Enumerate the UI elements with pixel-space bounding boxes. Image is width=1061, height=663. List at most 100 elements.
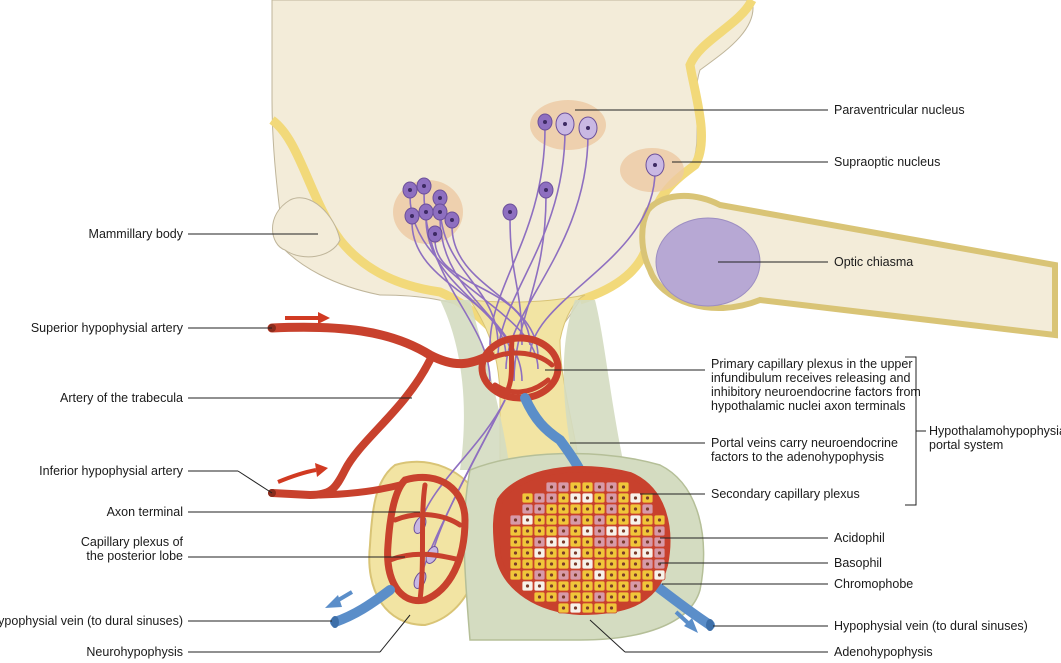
neuron-nucleus (433, 232, 437, 236)
lamina-terminalis (578, 0, 757, 305)
gland-cell-nucleus (645, 573, 650, 577)
hypophysial-vein-left (330, 585, 395, 627)
gland-cell-nucleus (645, 529, 650, 533)
gland-cell-nucleus (573, 485, 578, 489)
gland-cell-nucleus (585, 485, 590, 489)
neuron-nucleus (408, 188, 412, 192)
gland-cell-nucleus (561, 485, 566, 489)
gland-cell-nucleus (525, 496, 530, 500)
gland-cell-nucleus (573, 518, 578, 522)
gland-cell-nucleus (513, 529, 518, 533)
gland-cell-nucleus (585, 496, 590, 500)
optic-chiasma-group (639, 192, 1058, 339)
gland-cell-nucleus (645, 496, 650, 500)
gland-cell-nucleus (561, 551, 566, 555)
pars-tuberalis-right (563, 300, 625, 470)
gland-cell-nucleus (585, 518, 590, 522)
gland-cell-nucleus (633, 507, 638, 511)
gland-cell-nucleus (597, 562, 602, 566)
gland-cell-nucleus (549, 573, 554, 577)
gland-cell-nucleus (597, 573, 602, 577)
gland-cell-nucleus (573, 496, 578, 500)
gland-cell-nucleus (609, 496, 614, 500)
axon (411, 221, 507, 358)
gland-cell-nucleus (633, 551, 638, 555)
gland-cell-nucleus (549, 485, 554, 489)
gland-cell-nucleus (645, 562, 650, 566)
label-hypophysial-vein-left: Hypophysial vein (to dural sinuses) (0, 614, 183, 628)
gland-cell-nucleus (549, 584, 554, 588)
pars-tuberalis-left (440, 300, 510, 470)
gland-cell-nucleus (549, 540, 554, 544)
leader-neurohypophysis-b (379, 614, 411, 653)
label-inferior-hypophysial-artery: Inferior hypophysial artery (39, 464, 183, 478)
third-ventricle-wall (269, 116, 514, 353)
gland-cell-nucleus (561, 518, 566, 522)
gland-cell-nucleus (621, 551, 626, 555)
gland-cell-nucleus (561, 562, 566, 566)
gland-cell-nucleus (513, 562, 518, 566)
gland-cell-nucleus (549, 496, 554, 500)
gland-cell-nucleus (609, 529, 614, 533)
gland-cell-nucleus (561, 606, 566, 610)
gland-cell-nucleus (609, 518, 614, 522)
gland-cell-nucleus (621, 540, 626, 544)
gland-cell-nucleus (633, 595, 638, 599)
gland-cell-nucleus (597, 518, 602, 522)
gland-cell-nucleus (573, 551, 578, 555)
hypothalamus-tissue (269, 0, 757, 353)
gland-cell-nucleus (597, 485, 602, 489)
gland-cell-nucleus (609, 507, 614, 511)
gland-cell-nucleus (609, 485, 614, 489)
leader-lines (188, 109, 926, 653)
gland-cell-nucleus (657, 573, 662, 577)
gland-cell-nucleus (525, 529, 530, 533)
gland-cell-nucleus (645, 518, 650, 522)
gland-cell-nucleus (609, 606, 614, 610)
gland-cell-nucleus (561, 595, 566, 599)
gland-cell-nucleus (609, 584, 614, 588)
gland-cell-nucleus (537, 496, 542, 500)
gland-cell-nucleus (549, 529, 554, 533)
gland-cell-nucleus (609, 595, 614, 599)
label-hypophysial-vein-right: Hypophysial vein (to dural sinuses) (834, 619, 1028, 633)
gland-cell-nucleus (621, 507, 626, 511)
gland-cell-nucleus (537, 540, 542, 544)
label-primary-capillary-plexus: Primary capillary plexus in the upper in… (711, 357, 921, 413)
arrow-inferior-head (315, 463, 328, 477)
vein-left-end (331, 616, 339, 628)
gland-cell-nucleus (525, 551, 530, 555)
label-capillary-plexus-posterior-lobe: Capillary plexus of the posterior lobe (80, 535, 183, 563)
gland-cell-nucleus (645, 584, 650, 588)
label-portal-veins: Portal veins carry neuroendocrine factor… (711, 436, 898, 464)
gland-cell-nucleus (525, 584, 530, 588)
arrow-vein-left-head (325, 595, 342, 608)
gland-cell-nucleus (561, 496, 566, 500)
gland-cell-nucleus (573, 584, 578, 588)
gland-cell-nucleus (597, 584, 602, 588)
axon (409, 195, 539, 370)
secondary-capillary-plexus (492, 465, 671, 616)
arrow-vein-right-head (684, 618, 698, 633)
gland-cell-nucleus (597, 496, 602, 500)
label-basophil: Basophil (834, 556, 882, 570)
gland-cell-nucleus (585, 562, 590, 566)
gland-cell-nucleus (513, 573, 518, 577)
gland-cell-nucleus (537, 584, 542, 588)
label-neurohypophysis: Neurohypophysis (86, 645, 183, 659)
neuron-nucleus (438, 196, 442, 200)
gland-cell-nucleus (561, 529, 566, 533)
mammillary-body (272, 197, 341, 258)
neuron-nucleus (410, 214, 414, 218)
hypophysial-vein-right (650, 580, 715, 630)
neuron-nucleus (450, 218, 454, 222)
inferior-hypophysial-artery (306, 481, 404, 499)
label-supraoptic-nucleus: Supraoptic nucleus (834, 155, 941, 169)
label-axon-terminal: Axon terminal (106, 505, 183, 519)
gland-cell-nucleus (513, 551, 518, 555)
neuron-nucleus (544, 188, 548, 192)
gland-cell-nucleus (645, 551, 650, 555)
gland-cell-nucleus (585, 529, 590, 533)
axon (513, 195, 547, 382)
gland-cell-nucleus (621, 485, 626, 489)
